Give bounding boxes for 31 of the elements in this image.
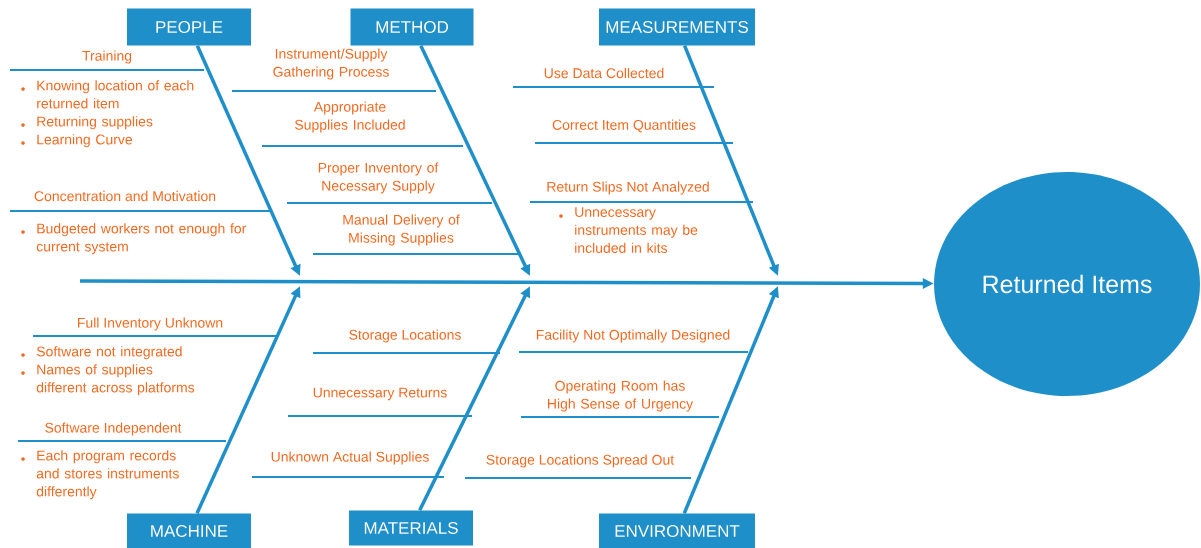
cause-label: Use Data Collected bbox=[544, 67, 664, 79]
cause-label: Operating Room has High Sense of Urgency bbox=[548, 380, 694, 412]
cause-label: Correct Item Quantities bbox=[552, 119, 696, 133]
cause-label: Software Independent bbox=[45, 422, 182, 436]
category-box: MATERIALS bbox=[349, 510, 473, 546]
category-box: PEOPLE bbox=[127, 8, 251, 46]
cause-label: Full Inventory Unknown bbox=[78, 317, 223, 331]
bullet-item: Learning Curve bbox=[21, 134, 133, 148]
bullet-item: Names of supplies different across platforms bbox=[21, 364, 195, 396]
category-box: MEASUREMENTS bbox=[599, 8, 755, 46]
cause-label: Proper Inventory of Necessary Supply bbox=[318, 162, 439, 194]
cause-label: Manual Delivery of Missing Supplies bbox=[343, 214, 460, 246]
cause-label: Unnecessary Returns bbox=[313, 387, 447, 401]
bullet-item: Returning supplies bbox=[21, 116, 153, 130]
cause-label: Unknown Actual Supplies bbox=[271, 451, 429, 465]
bullet-item: Unnecessary instruments may be included in kits bbox=[559, 207, 698, 253]
cause-label: Facility Not Optimally Designed bbox=[536, 329, 730, 343]
bullet-item: Software not integrated bbox=[21, 346, 182, 360]
cause-label: Appropriate Supplies Included bbox=[295, 101, 405, 133]
cause-label: Training bbox=[82, 50, 132, 64]
bullet-item: Each program records and stores instruments differently bbox=[21, 450, 179, 500]
cause-label: Storage Locations Spread Out bbox=[486, 454, 675, 468]
cause-label: Concentration and Motivation bbox=[34, 190, 216, 202]
cause-label: Storage Locations bbox=[349, 329, 461, 343]
category-box: ENVIRONMENT bbox=[599, 513, 755, 548]
bullet-item: Budgeted workers not enough for current system bbox=[21, 223, 247, 255]
bullet-item: Knowing location of each returned item bbox=[21, 80, 194, 109]
category-box: MACHINE bbox=[127, 513, 251, 548]
category-box: METHOD bbox=[350, 8, 474, 46]
cause-label: Return Slips Not Analyzed bbox=[547, 181, 709, 195]
cause-label: Instrument/Supply Gathering Process bbox=[273, 48, 389, 80]
